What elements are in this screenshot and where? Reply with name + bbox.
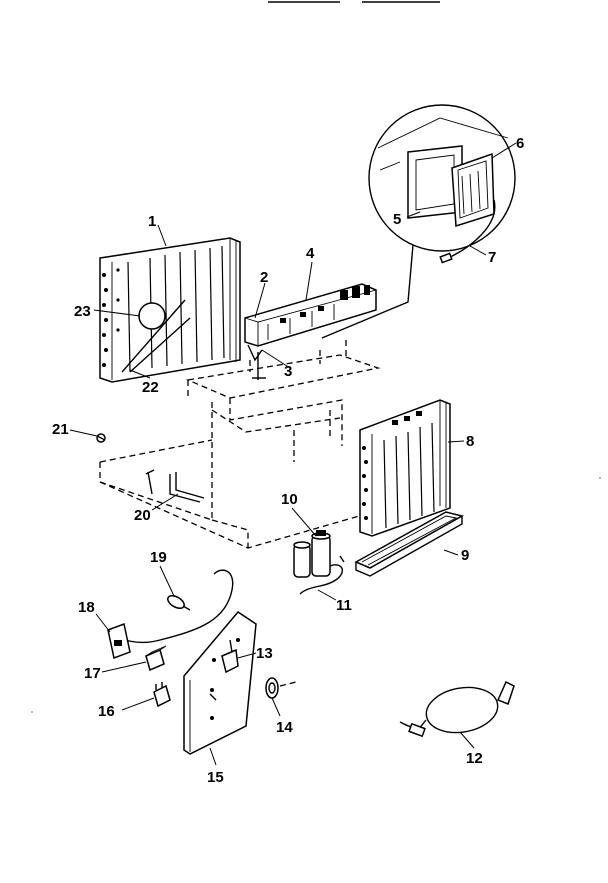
callout-2: 2 [260,269,268,286]
terminal-block [153,682,171,708]
control-assembly [244,283,377,347]
capacitor [293,530,345,595]
bracket-parts [247,344,266,380]
callout-13: 13 [256,645,273,662]
callout-15: 15 [207,769,224,786]
callout-8: 8 [466,433,474,450]
callout-3: 3 [284,363,292,380]
plug-terminal [167,595,191,611]
power-cord [399,680,515,738]
callout-5: 5 [393,211,401,228]
wire-harness [109,569,234,644]
relay-block [145,645,167,672]
callout-9: 9 [461,547,469,564]
callout-10: 10 [281,491,298,508]
chassis-base [99,340,381,549]
leader-lines [69,142,517,766]
callout-18: 18 [78,599,95,616]
callout-19: 19 [150,549,167,566]
condenser-coil [359,399,451,537]
callout-11: 11 [336,597,352,614]
callout-6: 6 [516,135,524,152]
speck [599,477,601,479]
callout-4: 4 [306,245,315,262]
callout-21: 21 [52,421,69,438]
callout-16: 16 [98,703,115,720]
speck [31,711,33,713]
screw [96,433,106,443]
callout-22: 22 [142,379,159,396]
callout-17: 17 [84,665,101,682]
callout-7: 7 [488,249,496,266]
callout-12: 12 [466,750,483,767]
callout-labels: 1 2 3 4 5 6 7 8 9 10 11 12 13 14 15 16 1… [52,135,524,786]
callout-1: 1 [148,213,156,230]
callout-23: 23 [74,303,91,320]
evaporator-coil [99,237,241,383]
control-knob [265,677,297,699]
drain-tray [354,511,465,577]
callout-14: 14 [276,719,293,736]
detail-inset-circle [321,104,516,339]
mount-bracket [145,469,205,503]
control-panel [183,611,257,755]
callout-20: 20 [134,507,151,524]
switch-bracket [107,622,131,660]
